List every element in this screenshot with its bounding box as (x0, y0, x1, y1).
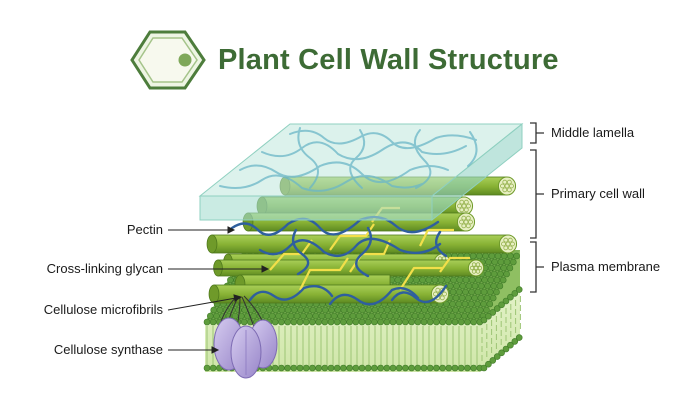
leader-lines (167, 226, 270, 354)
label-cellulose-microfibrils: Cellulose microfibrils (43, 302, 163, 317)
label-cellulose-synthase: Cellulose synthase (53, 342, 163, 357)
page-title: Plant Cell Wall Structure (218, 44, 559, 76)
middle-lamella (198, 122, 524, 222)
cellulose-synthase (213, 295, 278, 379)
label-primary-cell-wall: Primary cell wall (551, 186, 645, 201)
right-brackets (530, 122, 544, 293)
label-pectin: Pectin (126, 222, 163, 237)
label-plasma-membrane: Plasma membrane (551, 259, 661, 274)
cellulose-microfibril (206, 234, 518, 254)
plant-cell-icon (130, 30, 206, 90)
pectin-strands (230, 215, 448, 306)
label-middle-lamella: Middle lamella (551, 125, 635, 140)
label-cross-linking-glycan: Cross-linking glycan (46, 261, 163, 276)
